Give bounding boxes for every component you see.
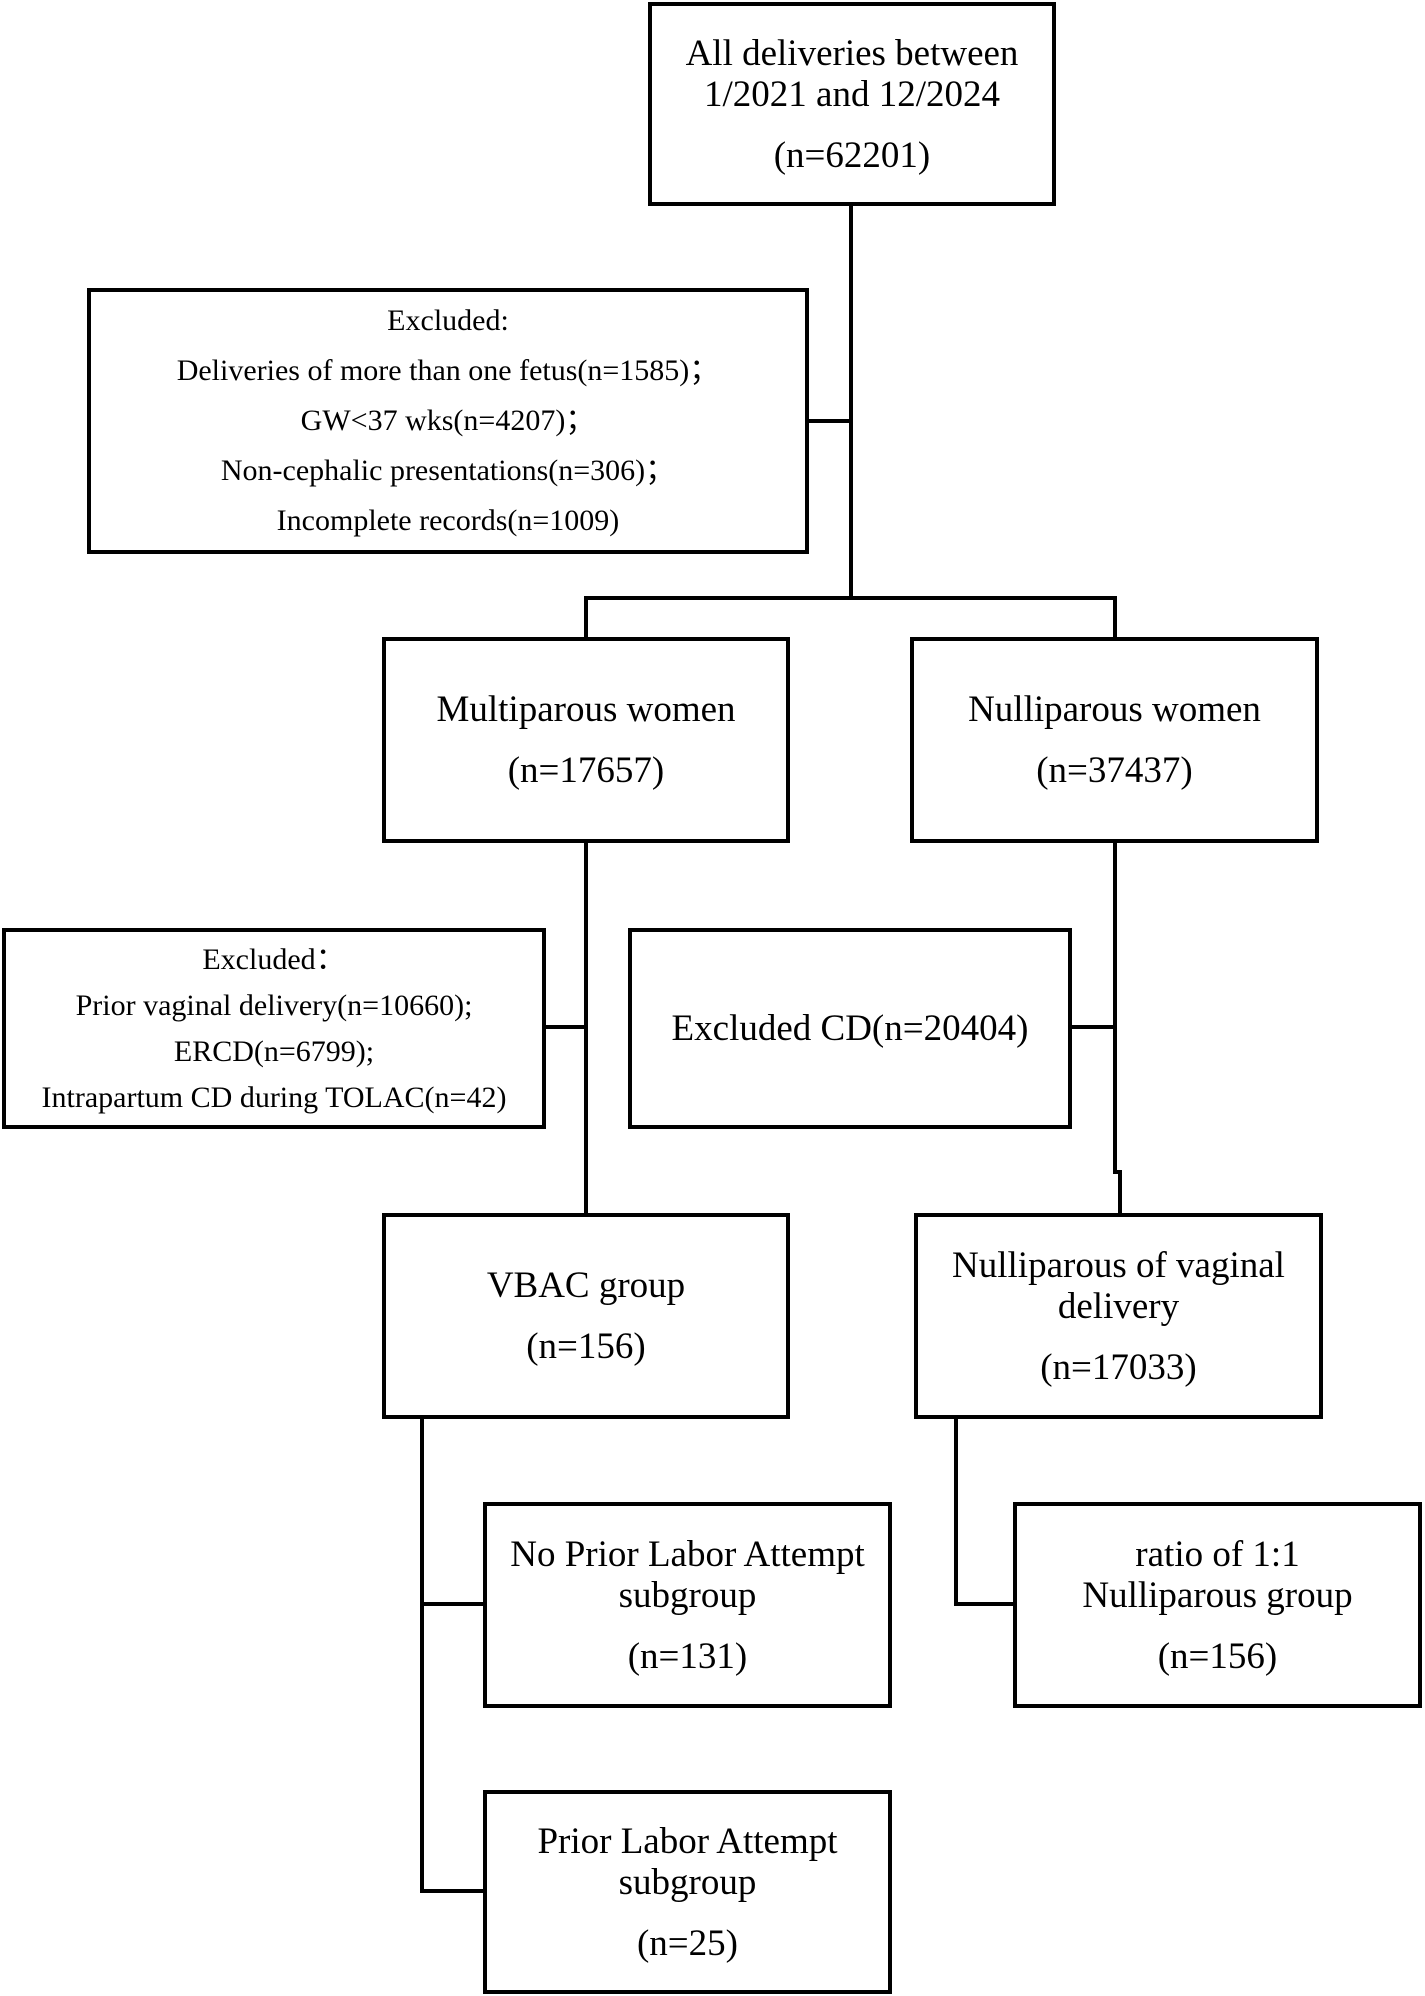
exclusion-1-header: Excluded: [387,304,509,337]
exclusion-1-item: GW<37 wks(n=4207)； [300,404,596,437]
excluded-cd-box: Excluded CD(n=20404) [628,928,1072,1129]
nulliparous-count: (n=37437) [1036,750,1193,791]
prior-labor-line1: Prior Labor Attempt [537,1820,838,1862]
exclusion-2-item: Intrapartum CD during TOLAC(n=42) [41,1080,507,1114]
ratio-line1: ratio of 1:1 [1135,1533,1300,1575]
exclusion-2-header: Excluded： [202,942,346,976]
ratio-line2: Nulliparous group [1082,1574,1353,1616]
nulliparous-vaginal-line1: Nulliparous of vaginal [952,1244,1285,1286]
nulliparous-box: Nulliparous women (n=37437) [910,637,1319,843]
nulliparous-label: Nulliparous women [968,689,1261,730]
multiparous-count: (n=17657) [507,750,665,791]
exclusion-1-item: Incomplete records(n=1009) [276,504,620,537]
prior-labor-count: (n=25) [636,1922,738,1964]
multiparous-box: Multiparous women (n=17657) [382,637,790,843]
exclusion-2-item: ERCD(n=6799); [173,1034,375,1068]
exclusion-2-item: Prior vaginal delivery(n=10660); [75,988,473,1022]
exclusion-box-2: Excluded： Prior vaginal delivery(n=10660… [2,928,546,1129]
no-prior-labor-box: No Prior Labor Attempt subgroup (n=131) [483,1502,892,1708]
vbac-count: (n=156) [526,1326,646,1367]
no-prior-labor-line1: No Prior Labor Attempt [510,1533,865,1575]
ratio-count: (n=156) [1157,1635,1278,1677]
nulliparous-vaginal-count: (n=17033) [1040,1346,1197,1388]
no-prior-labor-count: (n=131) [627,1635,748,1677]
prior-labor-box: Prior Labor Attempt subgroup (n=25) [483,1790,892,1994]
vbac-group-box: VBAC group (n=156) [382,1213,790,1419]
all-deliveries-line2: 1/2021 and 12/2024 [704,73,1000,115]
ratio-nulliparous-box: ratio of 1:1 Nulliparous group (n=156) [1013,1502,1422,1708]
nulliparous-vaginal-box: Nulliparous of vaginal delivery (n=17033… [914,1213,1323,1419]
vbac-label: VBAC group [486,1265,686,1306]
exclusion-1-item: Non-cephalic presentations(n=306)； [220,454,676,487]
all-deliveries-count: (n=62201) [773,134,931,176]
all-deliveries-line1: All deliveries between [685,32,1019,74]
all-deliveries-box: All deliveries between 1/2021 and 12/202… [648,2,1056,206]
exclusion-1-item: Deliveries of more than one fetus(n=1585… [176,354,720,387]
prior-labor-line2: subgroup [618,1861,757,1903]
excluded-cd-label: Excluded CD(n=20404) [671,1008,1029,1049]
no-prior-labor-line2: subgroup [618,1574,757,1616]
exclusion-box-1: Excluded: Deliveries of more than one fe… [87,288,809,554]
multiparous-label: Multiparous women [436,689,736,730]
nulliparous-vaginal-line2: delivery [1057,1285,1180,1327]
